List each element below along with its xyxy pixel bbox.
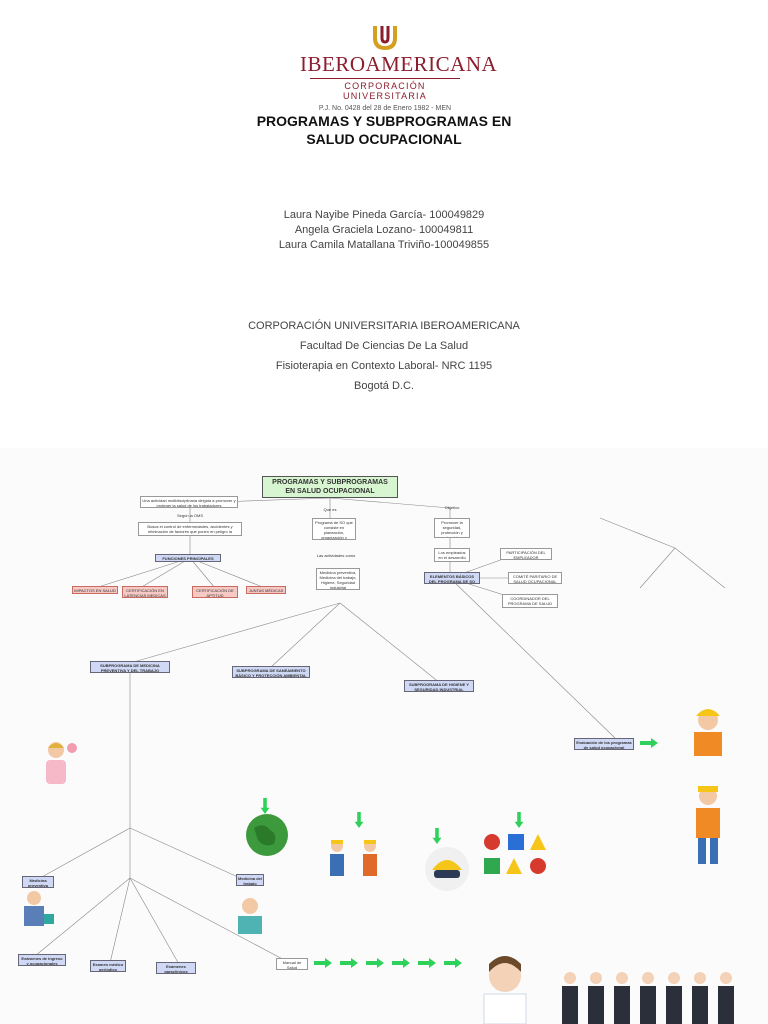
programa-node: Programa de SO que consiste en planeació… <box>312 518 356 540</box>
arrow-right-icon <box>640 738 658 748</box>
arrow-down-icon <box>260 798 270 814</box>
empleados-node: Los empleados en el desarrollo de su tra… <box>434 548 470 562</box>
arrow-right-icon <box>444 958 462 968</box>
physician-illustration-icon <box>238 898 262 934</box>
map-title-line-1: PROGRAMAS Y SUBPROGRAMAS <box>272 479 388 486</box>
medicina-preventiva-node: Medicina preventiva <box>22 876 54 888</box>
segun-label: Según la OMS <box>176 513 203 518</box>
arrow-down-icon <box>354 812 364 828</box>
examenes-ingreso-node: Exámenes de ingreso y ocupacionales <box>18 954 66 966</box>
comite-node: COMITÉ PARITARIO DE SALUD OCUPACIONAL (S… <box>508 572 562 584</box>
function-4: JUNTAS MÉDICAS <box>246 586 286 594</box>
safety-signs-illustration-icon <box>484 834 546 874</box>
function-2: CERTIFICACIÓN EN LATENCIAS MEDICAS <box>122 586 168 598</box>
participacion-node: PARTICIPACIÓN DEL EMPLEADOR <box>500 548 552 560</box>
actividades-label: Las actividades como <box>316 553 356 558</box>
busca-node: Busca el control de enfermedades, accide… <box>138 522 242 536</box>
institution-name: CORPORACIÓN UNIVERSITARIA IBEROAMERICANA <box>248 320 520 332</box>
earth-globe-illustration-icon <box>246 814 288 856</box>
concept-map-links <box>34 497 726 967</box>
author-1: Laura Nayibe Pineda García- 100049829 <box>283 209 485 221</box>
course-name: Fisioterapia en Contexto Laboral- NRC 11… <box>275 360 493 372</box>
author-2: Angela Graciela Lozano- 100049811 <box>294 224 474 236</box>
que-es-label: Que es <box>323 507 337 512</box>
promover-node: Promover la seguridad, protección y aten… <box>434 518 470 538</box>
objetivo-label: Objetivo <box>444 505 460 510</box>
funciones-node: FUNCIONES PRINCIPALES <box>155 554 221 562</box>
medicina-trabajo-node: Medicina del trabajo <box>236 874 264 886</box>
supervisor-illustration-icon <box>694 709 722 756</box>
nurse-photo-illustration-icon <box>483 956 527 1024</box>
arrow-right-icon <box>418 958 436 968</box>
arrow-down-icon <box>514 812 524 828</box>
city-name: Bogotá D.C. <box>354 380 414 392</box>
title-line-2: SALUD OCUPACIONAL <box>306 131 462 147</box>
map-title: PROGRAMAS Y SUBPROGRAMAS EN SALUD OCUPAC… <box>262 476 398 498</box>
industrial-worker-illustration-icon <box>696 786 720 864</box>
subprogram-3: SUBPROGRAMA DE HIGIENE Y SEGURIDAD INDUS… <box>404 680 474 692</box>
faculty-name: Facultad De Ciencias De La Salud <box>299 340 469 352</box>
logo-legal-text: P.J. No. 0428 del 28 de Enero 1982 - MEN <box>318 105 452 112</box>
arrow-right-icon <box>366 958 384 968</box>
title-line-1: PROGRAMAS Y SUBPROGRAMAS EN <box>256 113 512 129</box>
definition-node: Una actividad multidisciplinaria dirigid… <box>140 496 238 508</box>
elementos-node: ELEMENTOS BÁSICOS DEL PROGRAMA DE SO <box>424 572 480 584</box>
function-1: IMPACTOS EN SALUD <box>72 586 118 594</box>
arrow-down-icon <box>432 828 442 844</box>
page-title: PROGRAMAS Y SUBPROGRAMAS EN SALUD OCUPAC… <box>200 112 568 148</box>
coordinador-node: COORDINADOR DEL PROGRAMA DE SALUD OCUPAC… <box>502 594 558 608</box>
arrow-right-icon <box>340 958 358 968</box>
business-team-illustration-icon <box>562 972 734 1024</box>
evaluacion-node: Evaluación de los programas de salud ocu… <box>574 738 634 750</box>
subprogram-1: SUBPROGRAMA DE MEDICINA PREVENTIVA Y DEL… <box>90 661 170 673</box>
u-emblem-icon <box>373 26 397 50</box>
doctor-illustration-icon <box>46 742 77 784</box>
institution-block: CORPORACIÓN UNIVERSITARIA IBEROAMERICANA… <box>200 316 568 396</box>
examen-medico-node: Examen médico periódico <box>90 960 126 972</box>
examenes-paraclinicos-node: Exámenes paraclínicos <box>156 962 196 974</box>
workers-team-illustration-icon <box>330 840 377 876</box>
concept-map: PROGRAMAS Y SUBPROGRAMAS EN SALUD OCUPAC… <box>0 448 768 1024</box>
function-3: CERTIFICACIÓN DE APTITUD PSICOFÍSICA <box>192 586 238 598</box>
university-logo: IBEROAMERICANA CORPORACIÓN UNIVERSITARIA… <box>300 24 498 112</box>
author-3: Laura Camila Matallana Triviño-100049855 <box>278 239 490 251</box>
subprogram-2: SUBPROGRAMA DE SANEAMIENTO BÁSICO Y PROT… <box>232 666 310 678</box>
medicina-node: Medicina preventiva, Medicina del trabaj… <box>316 568 360 590</box>
logo-name: IBEROAMERICANA <box>300 52 498 76</box>
cover-page: IBEROAMERICANA CORPORACIÓN UNIVERSITARIA… <box>0 0 768 440</box>
safety-helmet-illustration-icon <box>425 847 469 891</box>
arrow-right-icon <box>314 958 332 968</box>
logo-subtitle: CORPORACIÓN UNIVERSITARIA <box>310 78 460 101</box>
map-title-line-2: EN SALUD OCUPACIONAL <box>285 488 375 495</box>
arrow-right-icon <box>392 958 410 968</box>
patient-illustration-icon <box>24 891 54 926</box>
authors-block: Laura Nayibe Pineda García- 100049829 An… <box>200 208 568 253</box>
manual-node: Manual de Salud Ocupacional <box>276 958 308 970</box>
